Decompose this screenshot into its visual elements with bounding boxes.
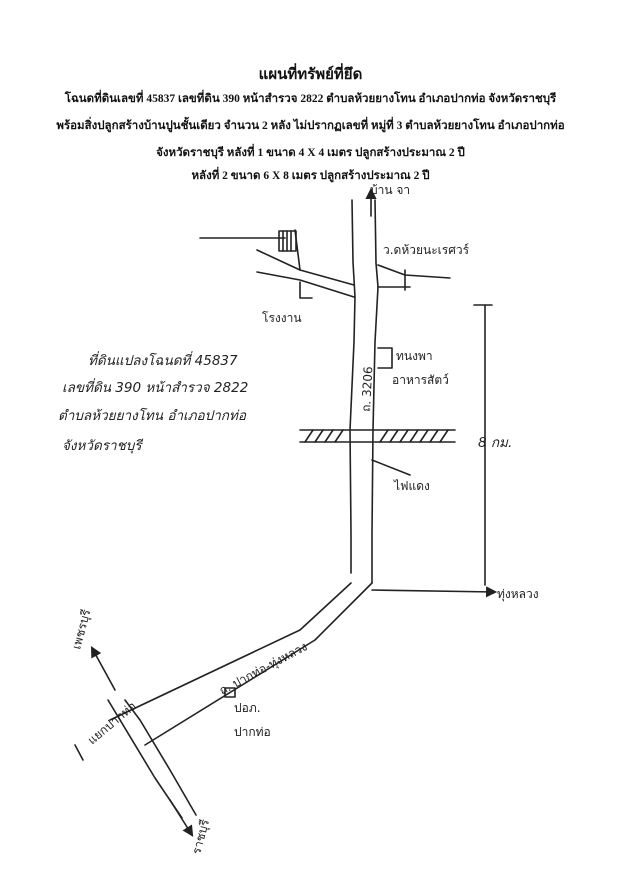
label-distance: 8 กม. xyxy=(478,435,512,451)
label-temple: ว.ดห้วยนะเรศวร์ xyxy=(383,243,470,257)
label-power: ไฟแดง xyxy=(393,479,430,493)
label-factory: โรงงาน xyxy=(262,311,302,325)
road-pak-tho-thung-luang xyxy=(109,582,373,746)
label-road-3206: ถ. 3206 xyxy=(359,366,375,412)
deed-line-3: จังหวัดราชบุรี หลังที่ 1 ขนาด 4 X 4 เมตร… xyxy=(156,147,465,159)
deed-line-1: โฉนดที่ดินเลขที่ 45837 เลขที่ดิน 390 หน้… xyxy=(64,93,557,105)
railway-crossing xyxy=(299,429,456,443)
arrow-ratchaburi xyxy=(169,799,194,837)
label-police-2: ปากท่อ xyxy=(234,725,271,739)
land-note-line-2: เลขที่ดิน 390 หน้าสำรวจ 2822 xyxy=(62,378,248,396)
road-to-thung-luang xyxy=(371,586,498,598)
side-road-left xyxy=(199,229,355,299)
label-phetchaburi: เพชรบุรี xyxy=(69,607,94,651)
building-top-left-icon xyxy=(278,230,297,252)
junction-stub xyxy=(74,744,84,761)
land-note-line-3: ตำบลห้วยยางโทน อำเภอปากท่อ xyxy=(58,407,247,424)
label-road-pakthothung: ถ. ปากท่อ-ทุ่งหลวง xyxy=(217,639,310,698)
police-box-icon xyxy=(224,687,236,698)
deed-line-4: หลังที่ 2 ขนาด 6 X 8 เมตร ปลูกสร้างประมา… xyxy=(191,170,430,182)
map-title: แผนที่ทรัพย์ที่ยึด xyxy=(258,67,363,83)
label-ban-ja: บ้าน จา xyxy=(370,183,410,197)
arrow-phetchaburi xyxy=(90,646,116,691)
label-thung-luang: ทุ่งหลวง xyxy=(497,587,539,602)
power-line-marker xyxy=(371,459,411,476)
label-ratchaburi: ราชบุรี xyxy=(189,817,213,856)
land-note-line-1: ที่ดินแปลงโฉนดที่ 45837 xyxy=(88,351,238,369)
label-shop: ทนงพา xyxy=(396,349,433,363)
label-shop-2: อาหารสัตว์ xyxy=(392,373,449,387)
road-3206 xyxy=(349,199,379,584)
shop-marker xyxy=(377,347,393,369)
label-police: ปอภ. xyxy=(234,701,261,715)
land-note-line-4: จังหวัดราชบุรี xyxy=(62,438,144,454)
land-note: ที่ดินแปลงโฉนดที่ 45837 เลขที่ดิน 390 หน… xyxy=(58,351,248,454)
deed-line-2: พร้อมสิ่งปลูกสร้างบ้านปูนชั้นเดียว จำนวน… xyxy=(56,120,565,132)
side-road-right xyxy=(377,264,451,291)
distance-bracket xyxy=(473,304,493,586)
